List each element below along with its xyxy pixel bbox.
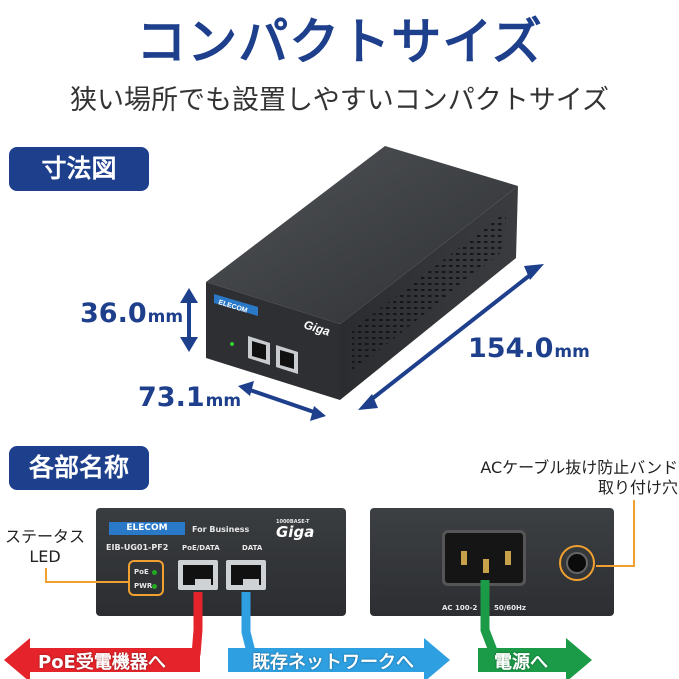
ac-band-hole-highlight <box>559 545 595 581</box>
width-unit: mm <box>205 391 242 411</box>
logo-sub-label: 1000BASE-T <box>276 519 310 525</box>
device-side-face <box>340 186 518 400</box>
status-led-callout-line2: LED <box>29 547 61 566</box>
ac-frequency-label: 50/60Hz <box>494 604 526 612</box>
data-port <box>226 560 266 590</box>
ac-inlet <box>442 530 526 586</box>
power-arrow-label: 電源へ <box>494 652 548 673</box>
line-label: For Business <box>192 525 250 534</box>
status-led-callout: ステータス LED <box>3 527 87 567</box>
ac-band-callout: ACケーブル抜け防止バンド 取り付け穴 <box>470 458 678 498</box>
height-unit: mm <box>147 307 184 327</box>
width-dimension: 73.1mm <box>138 382 241 413</box>
dimensions-section-label: 寸法図 <box>9 147 149 191</box>
ac-rating-label: AC 100-2 <box>442 604 478 612</box>
poe-data-port <box>178 560 218 590</box>
led-poe-indicator <box>152 570 157 575</box>
poe-arrow-label: PoE受電機器へ <box>38 652 166 673</box>
device-port-right <box>276 345 298 374</box>
svg-text:Giga: Giga <box>302 317 332 338</box>
status-led-callout-line1: ステータス <box>4 527 85 546</box>
parts-section-label: 各部名称 <box>9 446 149 490</box>
port2-label: DATA <box>242 544 263 552</box>
led-poe-label: PoE <box>134 568 149 576</box>
height-dimension: 36.0mm <box>80 298 183 329</box>
depth-dimension: 154.0mm <box>468 333 590 364</box>
device-top-face <box>206 146 518 324</box>
svg-text:ELECOM: ELECOM <box>217 299 248 314</box>
port1-label: PoE/DATA <box>182 544 220 552</box>
depth-value: 154.0 <box>468 333 554 364</box>
front-panel: ELECOM For Business 1000BASE-T Giga EIB-… <box>96 508 346 616</box>
led-pwr-indicator <box>152 584 157 589</box>
height-value: 36.0 <box>80 298 147 329</box>
width-dimension-arrow <box>238 381 326 421</box>
brand-label: ELECOM <box>109 522 185 535</box>
ac-band-callout-line2: 取り付け穴 <box>597 478 678 497</box>
device-port-left <box>248 336 270 365</box>
ac-band-hole <box>566 552 588 574</box>
page-subtitle: 狭い場所でも設置しやすいコンパクトサイズ <box>70 85 609 116</box>
giga-logo: Giga <box>276 523 315 541</box>
depth-unit: mm <box>554 342 590 362</box>
back-panel: AC 100-2 50/60Hz <box>370 508 614 616</box>
page-title: コンパクトサイズ <box>136 13 543 71</box>
led-pwr-label: PWR <box>134 582 153 590</box>
model-label: EIB-UG01-PF2 <box>106 543 169 552</box>
status-led-highlight: PoE PWR <box>128 560 164 596</box>
network-arrow-label: 既存ネットワークへ <box>252 652 414 673</box>
ac-band-callout-line1: ACケーブル抜け防止バンド <box>480 458 678 477</box>
width-value: 73.1 <box>138 382 205 413</box>
